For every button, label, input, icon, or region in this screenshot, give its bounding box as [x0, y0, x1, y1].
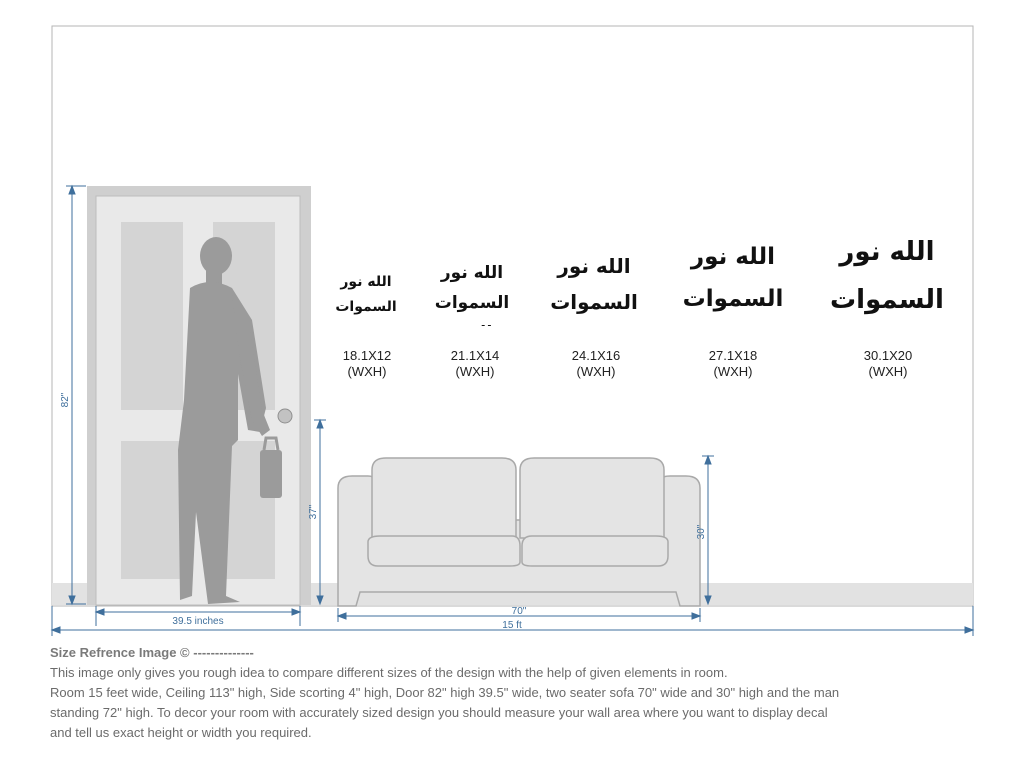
calligraphy-design-1: الله نور السموات والارض: [335, 274, 397, 315]
man-silhouette: [178, 237, 270, 604]
sofa: [337, 457, 701, 607]
design-size-label-5: 30.1X20 (WXH): [833, 348, 943, 380]
design-size: 18.1X12: [342, 348, 392, 363]
design-unit: (WXH): [713, 364, 753, 379]
calligraphy-design-2: الله نور السموات والارض: [434, 263, 510, 326]
door-height-label: 82": [60, 392, 71, 407]
caption-line: standing 72" high. To decor your room wi…: [50, 705, 828, 720]
door-knob: [277, 408, 293, 424]
calligraphy-design-4: الله نور السموات والارض: [682, 244, 784, 312]
design-size-label-4: 27.1X18 (WXH): [678, 348, 788, 380]
design-size-label-2: 21.1X14 (WXH): [420, 348, 530, 380]
design-size: 27.1X18: [708, 348, 758, 363]
design-unit: (WXH): [576, 364, 616, 379]
briefcase: [260, 436, 282, 498]
caption-line: This image only gives you rough idea to …: [50, 665, 728, 680]
sofa-width-label: 70": [512, 606, 527, 617]
calligraphy-design-3: الله نور السموات والارض: [550, 254, 638, 328]
design-size: 30.1X20: [863, 348, 913, 363]
design-unit: (WXH): [455, 364, 495, 379]
design-unit: (WXH): [347, 364, 387, 379]
caption-line: Room 15 feet wide, Ceiling 113" high, Si…: [50, 685, 840, 700]
door-panel: [121, 441, 183, 579]
room-width-label: 15 ft: [502, 620, 522, 631]
room-scene: 82" 39.5 inches 37" 30" 70" 15 ft: [50, 25, 975, 636]
design-unit: (WXH): [868, 364, 908, 379]
caption-block: Size Refrence Image © -------------- Thi…: [50, 643, 980, 743]
design-size-label-3: 24.1X16 (WXH): [541, 348, 651, 380]
design-size: 24.1X16: [571, 348, 621, 363]
door-width-label: 39.5 inches: [172, 616, 223, 627]
man-hand-height-label: 37": [308, 504, 319, 519]
caption-title: Size Refrence Image © --------------: [50, 645, 254, 660]
design-size-label-1: 18.1X12 (WXH): [312, 348, 422, 380]
sofa-height-label: 30": [696, 524, 707, 539]
calligraphy-design-5: الله نور السموات والارض: [830, 237, 944, 315]
caption-line: and tell us exact height or width you re…: [50, 725, 312, 740]
dimension-lines: [50, 184, 975, 636]
door-panel: [121, 222, 183, 410]
design-size: 21.1X14: [450, 348, 500, 363]
